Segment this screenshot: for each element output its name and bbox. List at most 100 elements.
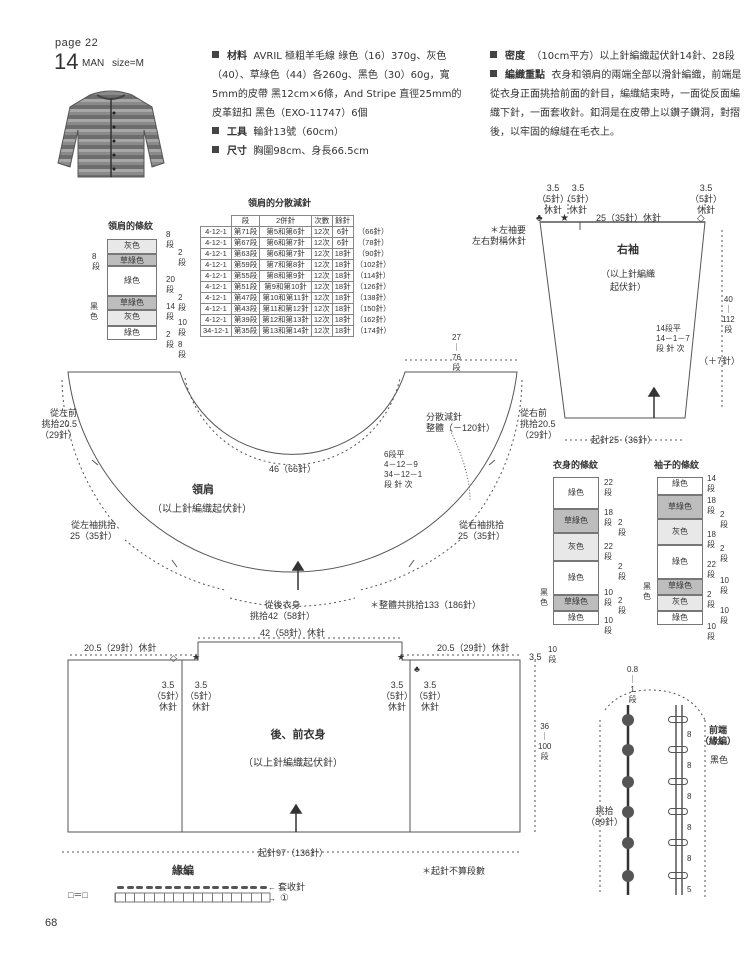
sleeve-top-width: 25（35針）休針 xyxy=(596,213,662,223)
chain-stitch-icon xyxy=(164,886,172,889)
body-side-top: 3.5 xyxy=(529,652,542,662)
band-color: 黑色 xyxy=(710,755,729,765)
yoke-side-black: 黑色 xyxy=(90,302,98,321)
dec-table-title: 領肩的分散減針 xyxy=(248,198,312,208)
sleeve-mark-left: 3.5 （5針） 休針 xyxy=(537,183,570,215)
tool-line: 工具 輪針13號（60cm） xyxy=(212,123,470,142)
loop-icon xyxy=(668,716,688,723)
arrow-right-icon: → xyxy=(268,894,276,903)
club-icon: ♣ xyxy=(414,664,420,674)
band-title: 前端 （緣編） xyxy=(700,725,737,746)
button-icon xyxy=(622,806,634,818)
stripe-row: 草綠色 xyxy=(553,595,599,611)
body-mark-1: 3.5 （5針） 休針 xyxy=(152,680,185,712)
stripe-row: 綠色 xyxy=(107,266,157,296)
body-title: 後、前衣身 xyxy=(270,729,326,741)
size-line: 尺寸 胸圍98cm、身長66.5cm xyxy=(212,142,470,161)
size-label: size=M xyxy=(112,58,144,69)
loop-icon xyxy=(668,746,688,753)
yoke-subtitle: （以上針編織起伏針） xyxy=(152,504,252,515)
chain-stitch-icon xyxy=(231,886,238,889)
yoke-dec-note: 分散減針 整體（－120針） xyxy=(426,412,496,433)
yoke-stripes-title: 領肩的條紋 xyxy=(108,221,154,231)
body-stripe-counts: 22 段 18 段 2 段 22 段 2 段 10 段 2 段 10 段 xyxy=(604,478,626,635)
chain-stitch-icon xyxy=(212,886,219,889)
body-mark-3: 3.5 （5針） 休針 xyxy=(381,680,414,712)
bullet-icon xyxy=(490,51,497,58)
loop-icon xyxy=(668,872,688,879)
yoke-right-front: 從右前 挑拾20.5 （29針） xyxy=(520,408,558,440)
yoke-right-counts: 8 段 2 段 20 段 2 段 14 段 10 段 2 段 8 段 xyxy=(166,230,187,359)
button-icon xyxy=(622,714,634,726)
club-icon: ♣ xyxy=(536,213,543,224)
loop-icon xyxy=(668,778,688,785)
body-height: 36 ｜ 100 段 xyxy=(538,722,552,761)
gauge-line: 密度 （10cm平方）以上針編織起伏針14針、28段 xyxy=(490,47,748,66)
loop-icon xyxy=(668,839,688,846)
man-label: MAN xyxy=(82,58,105,69)
stripe-row: 綠色 xyxy=(553,611,599,625)
stitch-cell xyxy=(212,893,213,902)
diamond-icon: ◇ xyxy=(697,213,705,224)
yoke-back: 從後衣身 挑拾42（58針） xyxy=(250,600,316,621)
yoke-dec-detail: 6段平 4－12－9 34－12－1 段 針 次 xyxy=(384,450,423,489)
stripe-row: 綠色 xyxy=(657,477,703,495)
chain-stitch-icon xyxy=(136,886,143,889)
yoke-right-top: 27 ｜ 76 段 xyxy=(452,333,461,372)
stripe-row: 草綠色 xyxy=(553,509,599,533)
sleeve-left-note: ＊左袖要 左右對稱休針 xyxy=(472,225,527,246)
stitch-cell xyxy=(153,893,155,902)
body-stripe-chart: 綠色 草綠色 灰色 綠色 草綠色 綠色 xyxy=(553,477,599,625)
body-top-left: 20.5（29針）休針 xyxy=(84,643,157,653)
material-line: 材料 AVRIL 極粗羊毛線 綠色（16）370g、灰色（40）、草綠色（44）… xyxy=(212,51,462,119)
stripe-row: 灰色 xyxy=(657,519,703,545)
knit-direction-arrows xyxy=(289,386,661,832)
band-pick: 挑拾 （89針） xyxy=(586,806,624,827)
stitch-cell xyxy=(202,893,204,902)
diamond-icon: ◇ xyxy=(170,653,177,663)
page-label: page 22 xyxy=(55,37,99,49)
points-line: 編織重點 衣身和領肩的兩端全部以滑針編織，前端是從衣身正面挑拾前面的針目，編織結… xyxy=(490,70,742,138)
stitch-cell xyxy=(173,893,175,902)
bullet-icon xyxy=(490,70,497,77)
sleeve-side-black: 黑色 xyxy=(643,582,651,601)
yoke-outline xyxy=(67,371,518,573)
stitch-cell xyxy=(250,893,252,902)
stripe-row: 灰色 xyxy=(107,239,157,254)
sleeve-stripe-chart: 綠色 草綠色 灰色 綠色 草綠色 灰色 綠色 xyxy=(657,477,703,625)
stripe-row: 灰色 xyxy=(553,533,599,561)
yoke-left-sleeve: 從左袖挑拾 25（35針） xyxy=(70,520,118,541)
sleeve-stripes-title: 袖子的條紋 xyxy=(654,460,700,470)
stripe-row: 草綠色 xyxy=(657,579,703,595)
stitch-cell xyxy=(221,893,223,902)
stitch-cell xyxy=(124,893,126,902)
yoke-left-front: 從左前 挑拾20.5 （29針） xyxy=(40,408,78,440)
sweater-photo xyxy=(52,85,170,185)
band-spacing: 8 8 8 8 8 5 xyxy=(687,730,692,894)
sleeve-increase: 14段平 14－1－7 段 針 次 xyxy=(656,324,690,353)
page-number: 68 xyxy=(45,917,58,929)
chain-stitch-icon xyxy=(193,886,200,889)
stitch-cell xyxy=(144,893,146,902)
sleeve-plus: （＋7針） xyxy=(699,356,741,366)
sleeve-bottom: 起針25（36針） xyxy=(591,435,657,445)
stripe-row: 綠色 xyxy=(107,326,157,340)
chain-stitch-icon xyxy=(183,886,191,889)
stripe-row: 灰色 xyxy=(657,595,703,611)
body-stripes-title: 衣身的條紋 xyxy=(553,460,599,470)
stitch-cell xyxy=(182,893,184,902)
chain-stitch-icon xyxy=(145,886,153,889)
stitch-cell xyxy=(163,893,165,902)
edge-bind: 套收針 xyxy=(278,882,306,892)
sleeve-stripe-counts: 14 段 18 段 2 段 18 段 2 段 22 段 10 段 2 段 10 … xyxy=(707,474,729,641)
band-top: 0.8 ｜ 1 段 xyxy=(627,665,639,704)
bullet-icon xyxy=(212,146,219,153)
chain-stitch-icon xyxy=(126,886,134,889)
chain-stitch-icon xyxy=(250,886,257,889)
button-icon xyxy=(622,744,634,756)
yoke-title: 領肩 xyxy=(192,484,214,496)
